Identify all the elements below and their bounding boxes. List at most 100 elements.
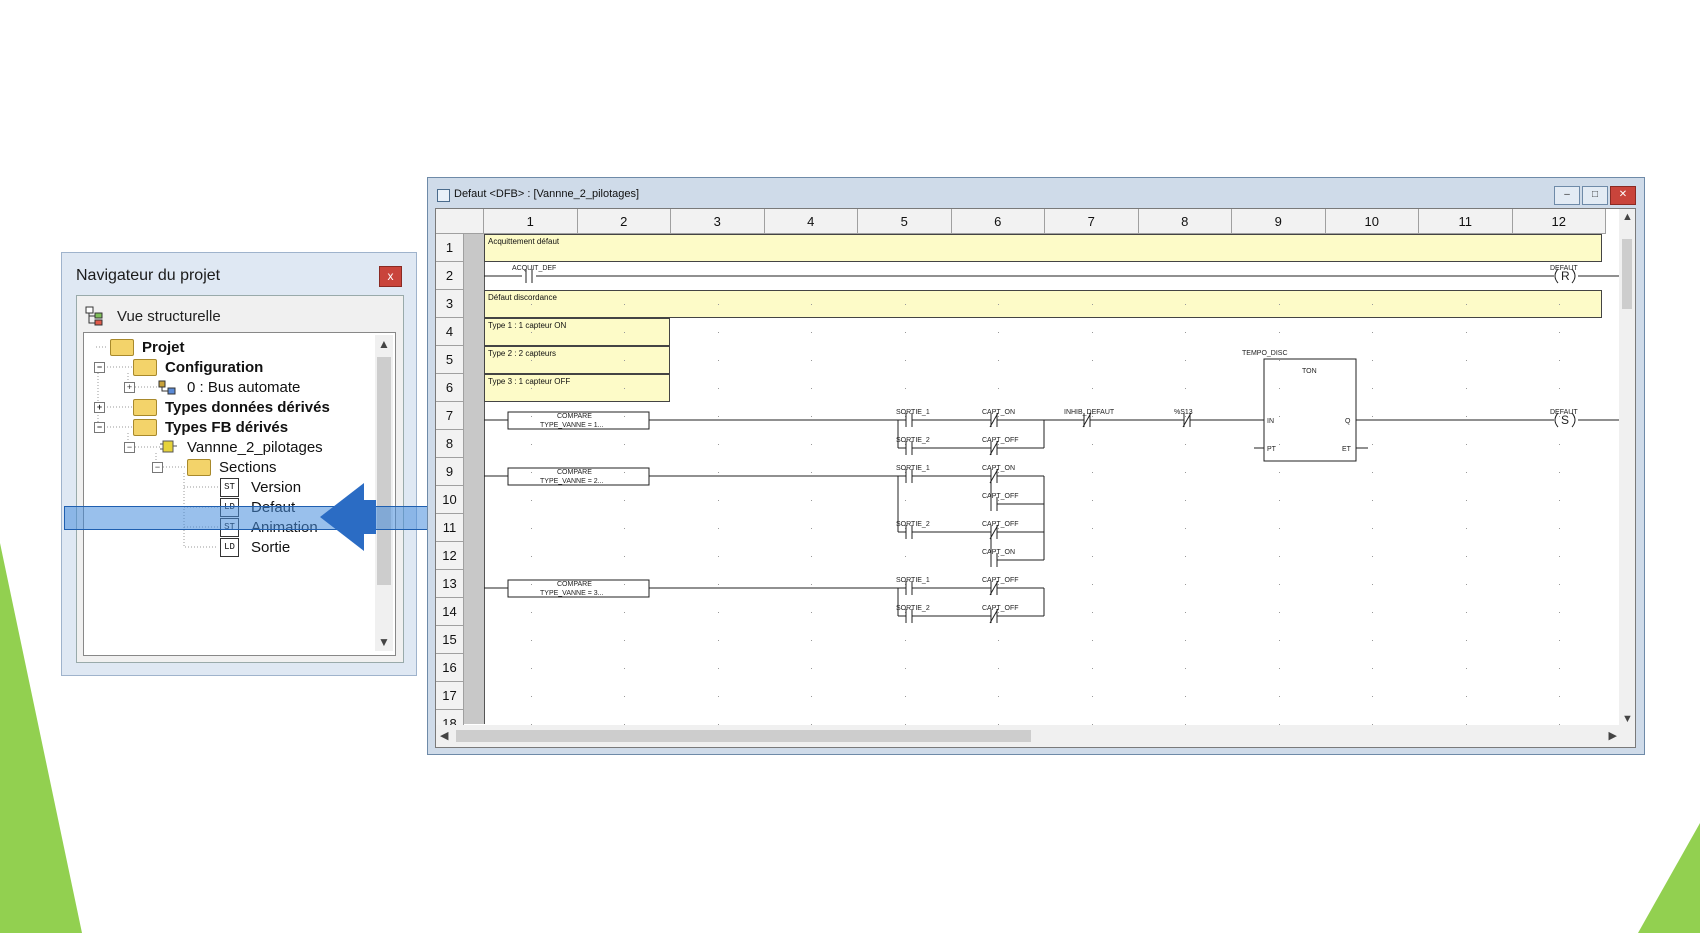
- scroll-thumb[interactable]: [377, 357, 391, 585]
- tree-item-sortie[interactable]: LD Sortie: [220, 537, 290, 557]
- grid-dot: [904, 528, 906, 529]
- column-header: 8: [1138, 209, 1232, 234]
- scroll-up-icon[interactable]: ▲: [1622, 211, 1633, 223]
- grid-dot: [1185, 612, 1187, 613]
- grid-dot: [904, 640, 906, 641]
- comment-type1[interactable]: Type 1 : 1 capteur ON: [484, 318, 670, 346]
- folder-open-icon: [187, 458, 211, 476]
- collapse-icon[interactable]: −: [152, 461, 163, 473]
- compare-label-1: COMPARE: [557, 413, 592, 420]
- folder-open-icon: [133, 418, 157, 436]
- compare-expr-2: TYPE_VANNE = 2...: [540, 478, 604, 485]
- grid-dot: [1559, 584, 1561, 585]
- grid-dot: [1091, 612, 1093, 613]
- tree-item-types-donnees[interactable]: + Types données dérivés: [94, 397, 330, 417]
- expand-icon[interactable]: +: [124, 381, 135, 393]
- grid-dot: [998, 556, 1000, 557]
- grid-dot: [1278, 640, 1280, 641]
- grid-dot: [1559, 332, 1561, 333]
- grid-dot: [1559, 696, 1561, 697]
- grid-dot: [624, 444, 626, 445]
- tree-label: 0 : Bus automate: [187, 378, 301, 396]
- editor-vertical-scrollbar[interactable]: ▲ ▼: [1619, 209, 1635, 727]
- grid-dot: [1278, 332, 1280, 333]
- grid-dot: [717, 556, 719, 557]
- expand-icon[interactable]: +: [94, 401, 105, 413]
- scroll-thumb[interactable]: [456, 730, 1031, 742]
- navigator-close-button[interactable]: x: [379, 266, 402, 287]
- scroll-down-icon[interactable]: ▼: [378, 635, 390, 649]
- grid-dot: [1372, 416, 1374, 417]
- grid-dot: [1278, 528, 1280, 529]
- scroll-up-icon[interactable]: ▲: [378, 337, 390, 351]
- tree-item-version[interactable]: ST Version: [220, 477, 301, 497]
- maximize-button[interactable]: □: [1582, 186, 1608, 205]
- grid-dot: [1091, 500, 1093, 501]
- tree-item-types-fb[interactable]: − Types FB dérivés: [94, 417, 288, 437]
- tree-scrollbar[interactable]: ▲ ▼: [375, 335, 393, 651]
- grid-dot: [1559, 444, 1561, 445]
- grid-dot: [1465, 528, 1467, 529]
- grid-dot: [811, 360, 813, 361]
- contact-label-sortie2-r14: SORTIE_2: [896, 605, 930, 612]
- row-header: 7: [436, 402, 464, 430]
- grid-dot: [624, 640, 626, 641]
- project-navigator: Navigateur du projet x Vue structurelle: [61, 252, 417, 676]
- grid-dot: [1091, 388, 1093, 389]
- scroll-thumb[interactable]: [1622, 239, 1632, 309]
- tree-item-vanne[interactable]: − Vannne_2_pilotages: [124, 437, 323, 457]
- grid-dot: [624, 724, 626, 725]
- grid-dot: [904, 556, 906, 557]
- comment-type2[interactable]: Type 2 : 2 capteurs: [484, 346, 670, 374]
- grid-dot: [1091, 416, 1093, 417]
- grid-dot: [1185, 416, 1187, 417]
- collapse-icon[interactable]: −: [94, 361, 105, 373]
- close-button[interactable]: ✕: [1610, 186, 1636, 205]
- contact-label-captoff-r14: CAPT_OFF: [982, 605, 1019, 612]
- grid-dot: [1559, 724, 1561, 725]
- tree-item-bus[interactable]: + 0 : Bus automate: [124, 377, 300, 397]
- grid-dot: [1185, 528, 1187, 529]
- grid-dot: [904, 360, 906, 361]
- scroll-right-icon[interactable]: ▶: [1608, 730, 1617, 742]
- grid-dot: [1372, 528, 1374, 529]
- grid-dot: [717, 500, 719, 501]
- grid-dot: [1559, 528, 1561, 529]
- collapse-icon[interactable]: −: [124, 441, 135, 453]
- row-header: 2: [436, 262, 464, 290]
- grid-dot: [530, 500, 532, 501]
- grid-dot: [624, 584, 626, 585]
- editor-horizontal-scrollbar[interactable]: ◀ ▶: [436, 725, 1635, 747]
- scroll-down-icon[interactable]: ▼: [1622, 713, 1633, 725]
- tree-item-sections[interactable]: − Sections: [152, 457, 277, 477]
- grid-dot: [811, 556, 813, 557]
- grid-dot: [717, 640, 719, 641]
- minimize-button[interactable]: –: [1554, 186, 1580, 205]
- column-header: 7: [1045, 209, 1139, 234]
- grid-dot: [1278, 360, 1280, 361]
- collapse-icon[interactable]: −: [94, 421, 105, 433]
- ladder-editor-window: Defaut <DFB> : [Vannne_2_pilotages] – □ …: [427, 177, 1645, 755]
- tree-item-projet[interactable]: Projet: [110, 337, 185, 357]
- structural-view-header[interactable]: Vue structurelle: [85, 304, 221, 328]
- compare-label-2: COMPARE: [557, 469, 592, 476]
- grid-dot: [811, 416, 813, 417]
- row-header: 8: [436, 430, 464, 458]
- grid-dot: [904, 472, 906, 473]
- grid-dot: [1185, 304, 1187, 305]
- grid-dot: [1091, 332, 1093, 333]
- grid-dot: [1091, 556, 1093, 557]
- coil-set-symbol: S: [1561, 413, 1569, 427]
- tree-label: Version: [251, 478, 302, 496]
- comment-type3[interactable]: Type 3 : 1 capteur OFF: [484, 374, 670, 402]
- comment-acquit[interactable]: Acquittement défaut: [484, 234, 1602, 262]
- grid-dot: [1559, 416, 1561, 417]
- grid-dot: [998, 500, 1000, 501]
- grid-dot: [811, 472, 813, 473]
- grid-dot: [1278, 472, 1280, 473]
- row-header: 11: [436, 514, 464, 542]
- tree-item-configuration[interactable]: − Configuration: [94, 357, 263, 377]
- comment-discordance[interactable]: Défaut discordance: [484, 290, 1602, 318]
- scroll-left-icon[interactable]: ◀: [440, 730, 449, 742]
